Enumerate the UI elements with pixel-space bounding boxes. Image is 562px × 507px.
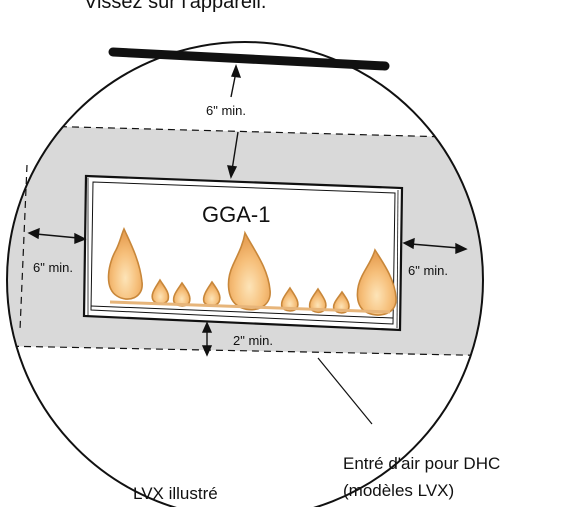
left-clearance-label: 6" min.: [33, 260, 73, 275]
ember-bed: [109, 300, 391, 314]
bottom-clearance-arrow: [201, 321, 213, 357]
fireplace-unit: GGA-1: [82, 174, 404, 332]
right-clearance-label: 6" min.: [408, 263, 448, 278]
flame-small-4: [280, 286, 299, 312]
air-intake-label-line1: Entré d'air pour DHC: [343, 454, 500, 473]
top-clearance-label: 6" min.: [206, 103, 246, 118]
top-clearance-arrow: [227, 64, 242, 179]
flame-small-5: [308, 287, 327, 314]
air-intake-label-line2: (modèles LVX): [343, 481, 454, 500]
illustrated-model-label: LVX illustré: [133, 484, 218, 503]
band-bottom-dashed-line: [7, 345, 483, 358]
header-fragment: Vissez sur l'appareil.: [84, 0, 266, 13]
flame-left: [107, 227, 143, 300]
air-intake-leader-line: [317, 357, 373, 425]
fireplace-bottom-rail: [90, 305, 394, 319]
left-clearance-arrow: [27, 227, 87, 245]
detail-circle: [6, 41, 484, 507]
flames: [107, 227, 397, 316]
mantel-bar: [108, 47, 390, 71]
flame-small-6: [332, 290, 350, 314]
bottom-clearance-label: 2" min.: [233, 333, 273, 348]
left-wall-dashed-line: [19, 164, 28, 331]
right-clearance-arrow: [402, 237, 468, 255]
flame-right: [356, 248, 397, 316]
model-label: GGA-1: [202, 202, 270, 227]
